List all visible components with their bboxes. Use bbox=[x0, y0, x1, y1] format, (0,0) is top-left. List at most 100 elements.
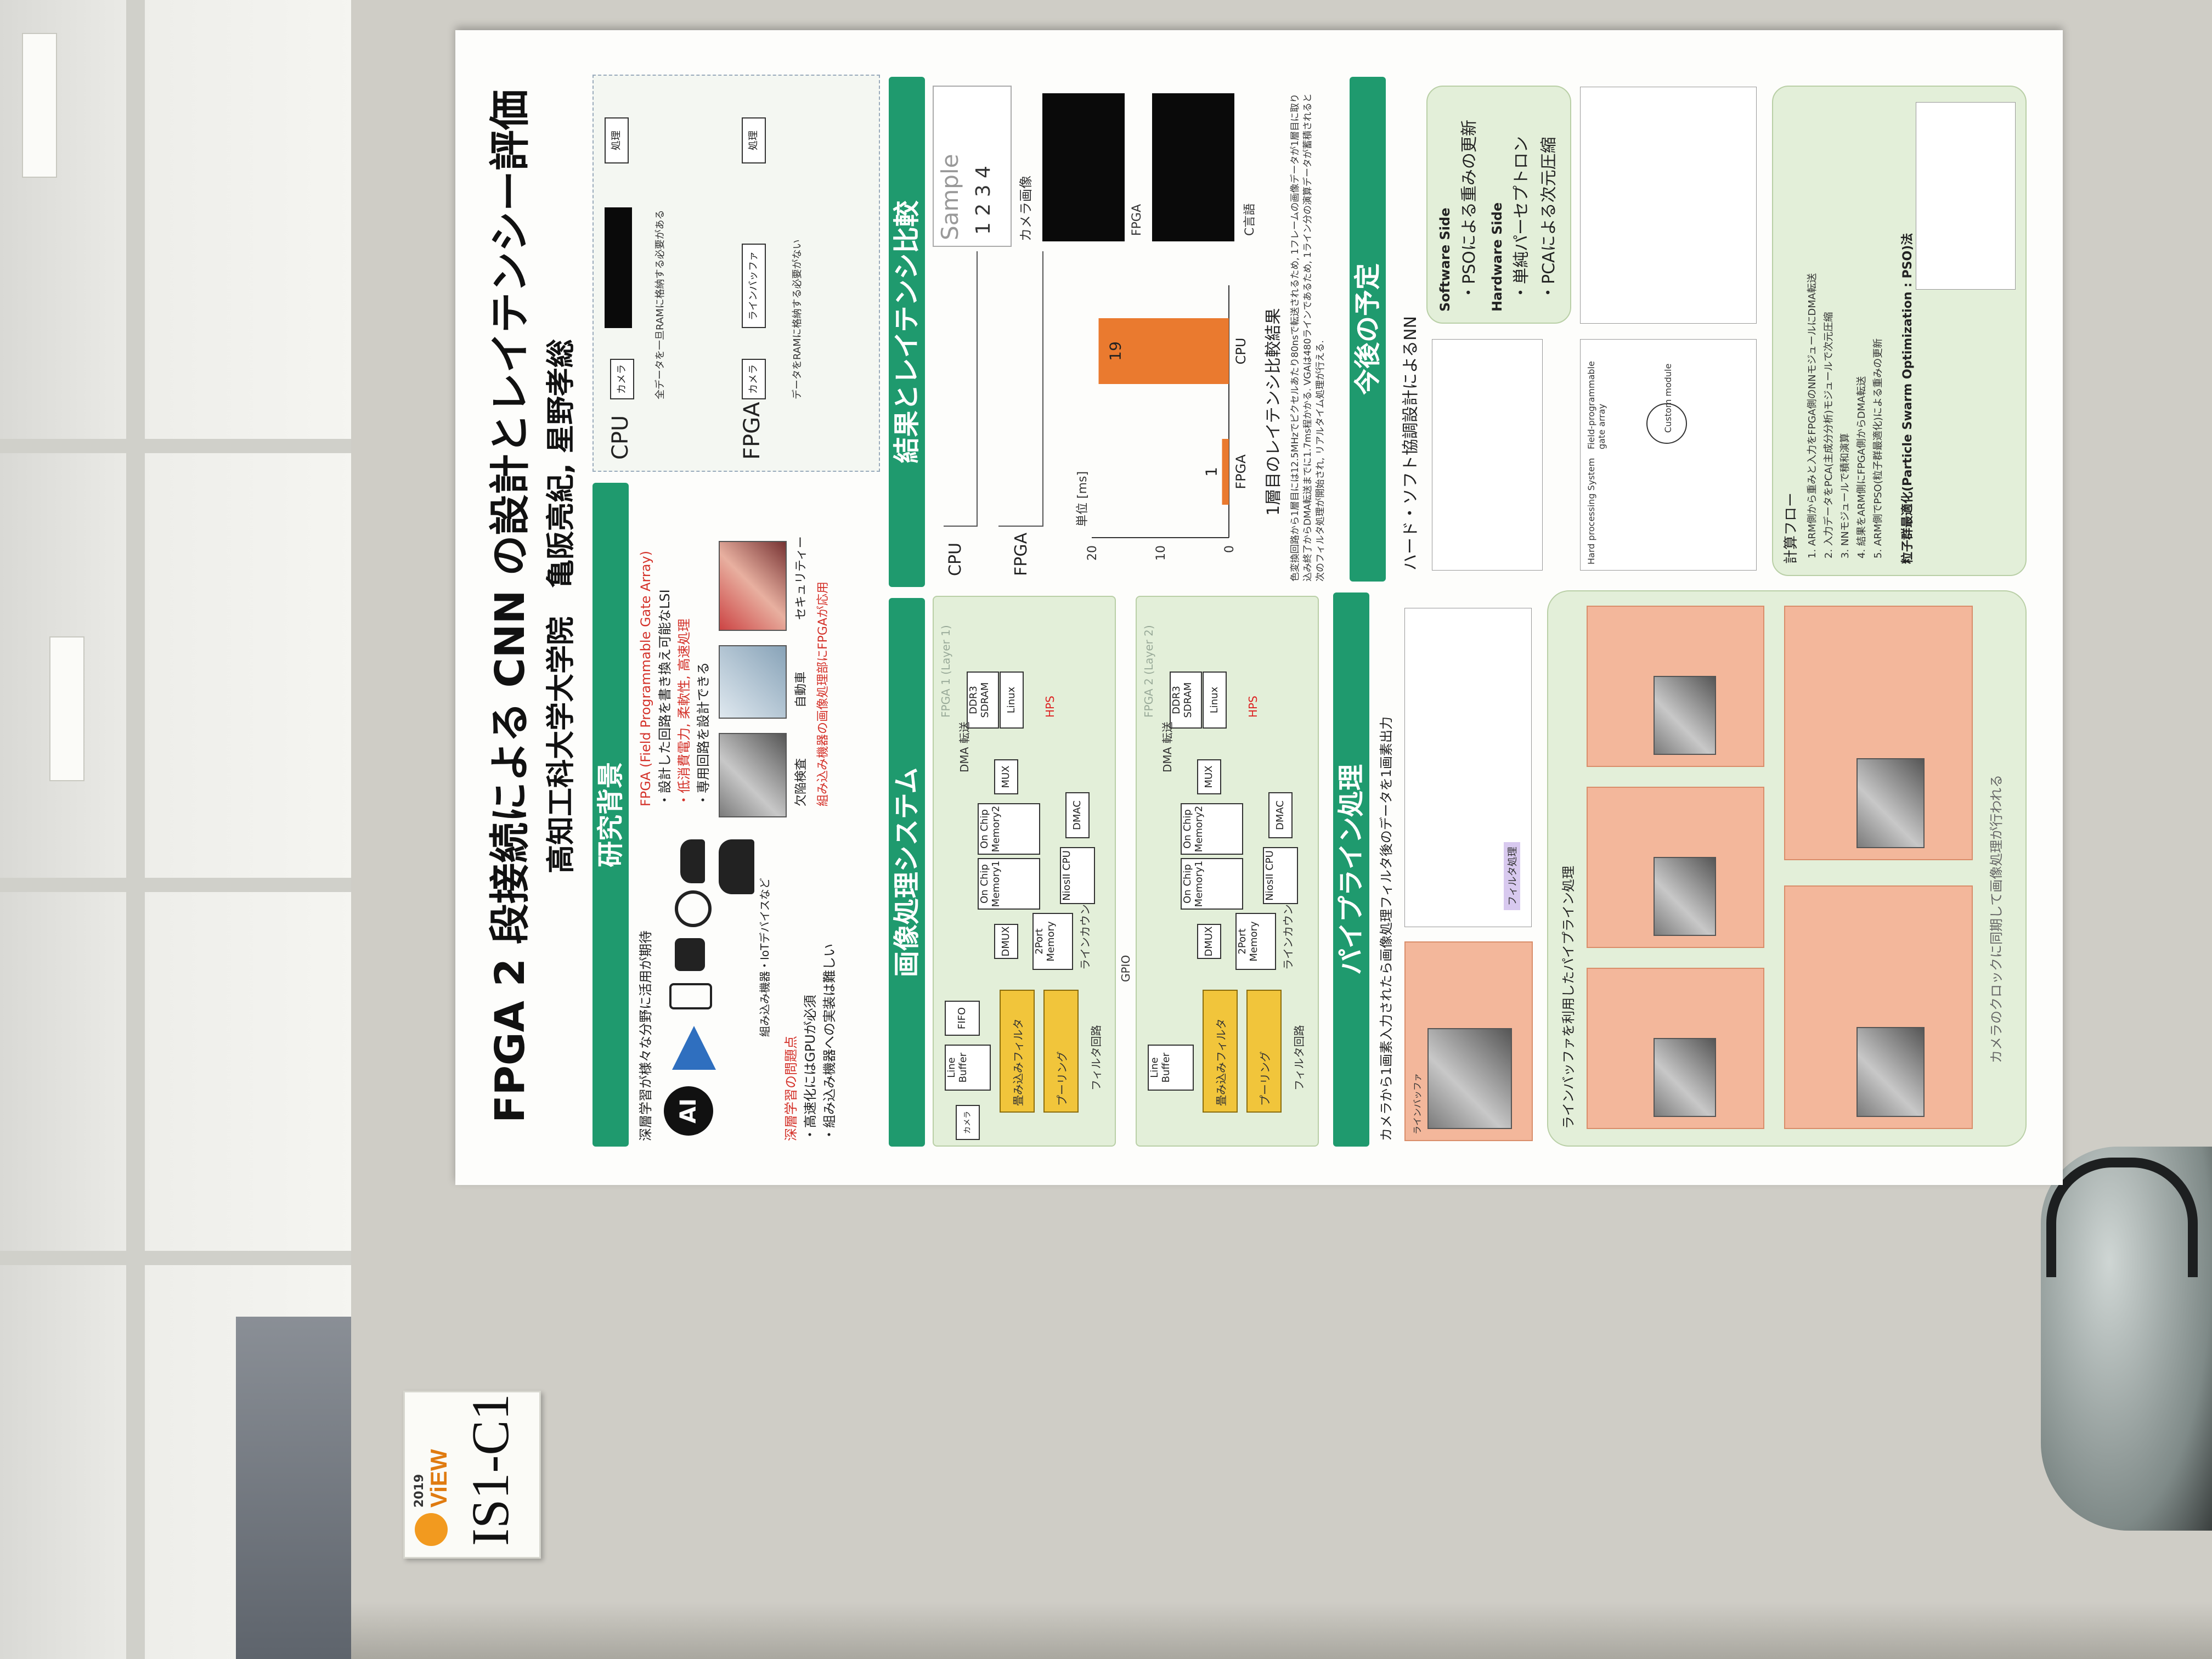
fpga-board-label: Field-programmable gate array bbox=[1586, 361, 1607, 449]
chart-title: 1層目のレイテンシ比較結果 bbox=[1264, 308, 1283, 516]
dmux-box: DMUX bbox=[1197, 924, 1221, 959]
dmac-box: DMAC bbox=[1268, 792, 1293, 838]
hps-label: HPS bbox=[1246, 696, 1260, 718]
future-subtitle: ハード・ソフト協調設計によるNN bbox=[1401, 316, 1420, 571]
hps-label: HPS bbox=[1043, 696, 1057, 718]
section-future: 今後の予定 ハード・ソフト協調設計によるNN Software Side ・PS… bbox=[1350, 77, 2035, 582]
board-floor-shadow bbox=[351, 1602, 2212, 1659]
stage-3 bbox=[1587, 606, 1764, 767]
flow-step-3: 3. NNモジュールで積和演算 bbox=[1839, 433, 1851, 558]
c-result-image bbox=[1152, 93, 1234, 241]
timing-diagram-cpu bbox=[944, 251, 978, 527]
camera-box: カメラ bbox=[610, 359, 634, 399]
y-axis-label: 単位 [ms] bbox=[1076, 471, 1090, 527]
y-tick-label: 20 bbox=[1086, 545, 1099, 561]
section-heading: 今後の予定 bbox=[1350, 77, 1386, 582]
flow-panel: 計算フロー 1. ARM側から重みと入力をFPGA側のNNモジュールにDMA転送… bbox=[1772, 86, 2027, 576]
app-security: セキュリティー bbox=[794, 536, 808, 620]
linux-box: Linux bbox=[1203, 672, 1227, 729]
fpga-board-photo bbox=[719, 733, 787, 817]
app-car: 自動車 bbox=[794, 671, 808, 708]
fpga1-label: FPGA 1 (Layer 1) bbox=[939, 625, 952, 718]
camera-box: カメラ bbox=[956, 1105, 980, 1140]
backpack-strap bbox=[2046, 1158, 2198, 1277]
timing-row-fpga: FPGA bbox=[1012, 532, 1031, 576]
sample-panel: Sample 1 2 3 4 bbox=[933, 86, 1012, 247]
hard-system-label: Hard processing System bbox=[1586, 458, 1596, 565]
stage-image bbox=[1857, 1027, 1925, 1117]
training-diagram bbox=[1432, 339, 1543, 571]
smartphone-icon bbox=[669, 983, 712, 1009]
label-brand: ViEW bbox=[426, 1449, 452, 1508]
ddr3-box: DDR3 SDRAM bbox=[1170, 672, 1202, 729]
section-heading: 結果とレイテンシ比較 bbox=[889, 77, 925, 587]
cpu-note: 全データを一旦RAMに格納する必要がある bbox=[654, 210, 666, 399]
section-pipeline: パイプライン処理 カメラから1画素入力されたら画像処理フィルタ後のデータを1画素… bbox=[1333, 590, 2046, 1147]
brand-logo-icon bbox=[415, 1513, 448, 1546]
window-blind bbox=[22, 33, 57, 178]
dmux-box: DMUX bbox=[994, 924, 1018, 959]
stage-image bbox=[1857, 758, 1925, 848]
section-system: 画像処理システム FPGA 1 (Layer 1) カメラ Line Buffe… bbox=[889, 596, 1319, 1147]
nios-cpu-box: NiosII CPU bbox=[1060, 847, 1095, 904]
pipeline-intro: カメラから1画素入力されたら画像処理フィルタ後のデータを1画素出力 bbox=[1379, 716, 1394, 1141]
line-buffer-box: Line Buffer bbox=[945, 1045, 991, 1091]
ddr3-box: DDR3 SDRAM bbox=[967, 672, 999, 729]
cpu-label: CPU bbox=[608, 415, 633, 460]
data-label: 1 bbox=[1203, 467, 1221, 477]
stage-2 bbox=[1587, 787, 1764, 948]
iot-car-icon bbox=[719, 839, 754, 894]
car-photo bbox=[719, 645, 787, 719]
app-inspection: 欠陥検査 bbox=[794, 758, 808, 806]
robot-icon bbox=[675, 938, 705, 971]
filter-process-label: フィルタ処理 bbox=[1504, 842, 1520, 910]
stage-image bbox=[1654, 676, 1716, 755]
linux-box: Linux bbox=[1000, 672, 1024, 729]
section-background: 研究背景 深層学習が様々な分野に活用が期待 AI 組み込み機器・IoTデバイスな… bbox=[592, 483, 878, 1147]
block-diagram bbox=[1580, 87, 1757, 324]
fpga2-label: FPGA 2 (Layer 2) bbox=[1142, 625, 1155, 718]
fpga-title: FPGA (Field Programmable Gate Array) bbox=[638, 550, 653, 806]
nn-node-icon bbox=[1646, 403, 1687, 444]
bg-intro: 深層学習が様々な分野に活用が期待 bbox=[638, 930, 653, 1141]
fpga-image-label: FPGA bbox=[1130, 204, 1144, 236]
fifo-box: FIFO bbox=[945, 1001, 980, 1036]
bar-fpga bbox=[1222, 439, 1229, 505]
fpga2-panel: FPGA 2 (Layer 2) Line Buffer 畳み込みフィルタ プー… bbox=[1136, 596, 1319, 1147]
onchip1-box: On Chip Memory1 bbox=[1181, 858, 1243, 910]
stage-image bbox=[1654, 857, 1716, 936]
window-blind bbox=[49, 636, 84, 781]
filter-circuit-label: フィルタ回路 bbox=[1293, 1025, 1306, 1091]
process-box-2: 処理 bbox=[742, 117, 766, 163]
devices-caption: 組み込み機器・IoTデバイスなど bbox=[758, 878, 771, 1037]
poster: FPGA 2 段接続による CNN の設計とレイテンシー評価 高知工科大学大学院… bbox=[455, 30, 2063, 1185]
dmac-box: DMAC bbox=[1065, 792, 1090, 838]
mux-box: MUX bbox=[1197, 759, 1221, 794]
onchip2-box: On Chip Memory2 bbox=[1181, 803, 1243, 855]
line-buffer-box: Line Buffer bbox=[1148, 1045, 1194, 1091]
stage-1 bbox=[1587, 968, 1764, 1129]
crowd-photo bbox=[719, 541, 787, 631]
two-port-memory-box: 2Port Memory bbox=[1235, 913, 1276, 970]
pooling-box: プーリング bbox=[1043, 990, 1079, 1113]
camera-icon bbox=[675, 890, 712, 927]
input-image bbox=[1427, 1028, 1512, 1129]
sw-hw-panel: Software Side ・PSOによる重みの更新 Hardware Side… bbox=[1426, 86, 1571, 324]
cpu-vs-fpga-diagram: CPU カメラ 処理 全データを一旦RAMに格納する必要がある FPGA カメラ… bbox=[592, 75, 880, 472]
flow-step-2: 2. 入力データをPCA(主成分分析)モジュールで次元圧縮 bbox=[1823, 312, 1835, 558]
arrow-right-icon bbox=[672, 1026, 716, 1070]
pipeline-flow-panel: ラインバッファを利用したパイプライン処理 カメラのクロックに同期して画像処理が行… bbox=[1547, 590, 2027, 1147]
category-label: FPGA bbox=[1233, 454, 1249, 489]
timing-row-cpu: CPU bbox=[946, 543, 965, 576]
stage-image bbox=[1654, 1038, 1716, 1117]
pooling-box: プーリング bbox=[1246, 990, 1282, 1113]
hw-side: Hardware Side bbox=[1489, 202, 1505, 312]
window-mullion bbox=[126, 0, 145, 1659]
problem-title: 深層学習の問題点 bbox=[783, 1036, 799, 1141]
onchip2-box: On Chip Memory2 bbox=[978, 803, 1040, 855]
label-code: IS1-C1 bbox=[461, 1393, 520, 1546]
ai-head-icon: AI bbox=[664, 1086, 713, 1136]
line-buffer-panel: ラインバッファ bbox=[1404, 941, 1533, 1141]
camera-image-label: カメラ画像 bbox=[1018, 176, 1034, 241]
